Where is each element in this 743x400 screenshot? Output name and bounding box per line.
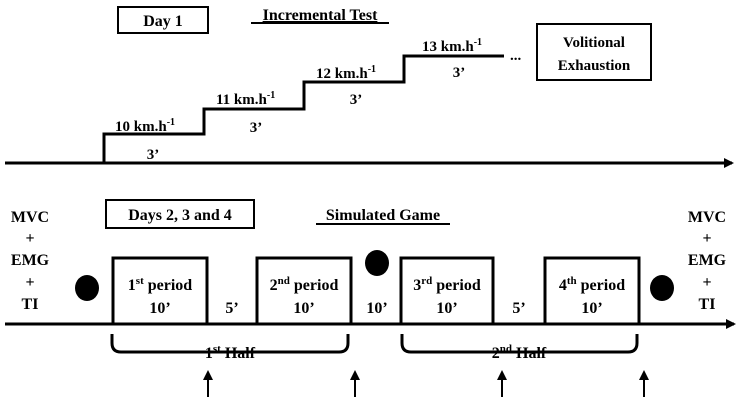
stage-4-speed: 13 km.h-1: [422, 37, 482, 55]
post-measure-plus-1: +: [702, 230, 711, 247]
break-2-duration: 5’: [512, 300, 525, 317]
stage-2-speed: 11 km.h-1: [216, 90, 275, 108]
period-2-box: [255, 256, 353, 326]
period-3-label: 3rd period: [413, 275, 481, 294]
halftime-measurement-dot: [365, 250, 389, 276]
stage-3-duration: 3’: [350, 92, 363, 108]
break-1-duration: 5’: [225, 300, 238, 317]
post-game-measures: MVC + EMG + TI: [688, 209, 727, 313]
post-measure-mvc: MVC: [688, 209, 726, 226]
stage-2-duration: 3’: [250, 120, 263, 136]
stage-1-duration: 3’: [147, 147, 160, 163]
first-half-label: 1st Half: [205, 343, 256, 362]
post-measure-emg: EMG: [688, 252, 727, 269]
pre-measure-emg: EMG: [11, 252, 50, 269]
halftime-duration: 10’: [366, 300, 387, 317]
stage-3-speed: 12 km.h-1: [316, 64, 376, 82]
period-2-label: 2nd period: [270, 275, 339, 294]
pre-measure-plus-1: +: [25, 230, 34, 247]
simulated-game-title: Simulated Game: [326, 207, 440, 224]
stage-4-duration: 3’: [453, 65, 466, 81]
pre-game-measures: MVC + EMG + TI: [11, 209, 50, 313]
pre-game-measurement-dot: [75, 275, 99, 301]
volitional-exhaustion-line2: Exhaustion: [558, 58, 631, 74]
days-2-4-label: Days 2, 3 and 4: [128, 207, 232, 224]
volitional-exhaustion-box: [536, 23, 652, 81]
post-measure-plus-2: +: [702, 274, 711, 291]
period-4-box: [543, 256, 641, 326]
pre-measure-ti: TI: [22, 296, 39, 313]
incremental-test-title: Incremental Test: [263, 7, 378, 24]
period-3-duration: 10’: [436, 300, 457, 317]
period-4-label: 4th period: [559, 275, 625, 294]
period-2-duration: 10’: [293, 300, 314, 317]
second-half-bracket: [400, 334, 639, 354]
first-half-bracket: [110, 334, 350, 354]
pre-measure-mvc: MVC: [11, 209, 49, 226]
days-2-4-label-box: [105, 199, 255, 229]
pre-measure-plus-2: +: [25, 274, 34, 291]
second-half-label: 2nd Half: [492, 343, 547, 362]
stage-ellipsis: ...: [510, 48, 522, 64]
post-game-measurement-dot: [650, 275, 674, 301]
volitional-exhaustion-line1: Volitional: [563, 35, 625, 51]
post-measure-ti: TI: [699, 296, 716, 313]
incremental-staircase: [102, 54, 504, 163]
period-1-label: 1st period: [128, 275, 193, 294]
day1-label-box: [117, 6, 209, 34]
period-1-duration: 10’: [149, 300, 170, 317]
day1-label: Day 1: [143, 13, 183, 30]
stage-1-speed: 10 km.h-1: [115, 117, 175, 135]
period-4-duration: 10’: [581, 300, 602, 317]
